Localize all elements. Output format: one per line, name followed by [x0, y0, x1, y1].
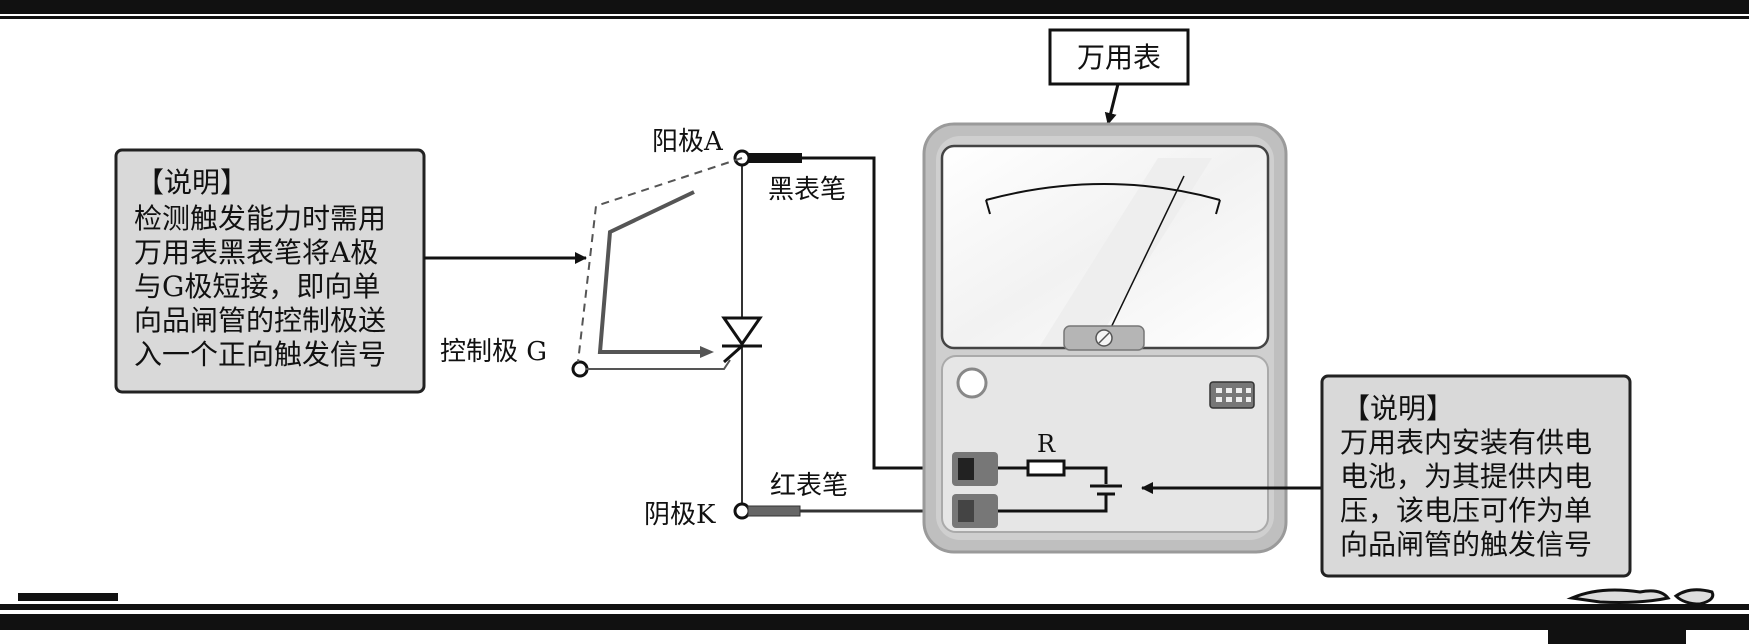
multimeter-label-box: 万用表 [1048, 28, 1190, 86]
left-note-heading: 【说明】 [136, 166, 248, 199]
right-note-panel: 【说明】 万用表内安装有供电 电池，为其提供内电 压，该电压可作为单 向品闸管的… [1320, 374, 1632, 578]
right-note-line-4: 向品闸管的触发信号 [1340, 528, 1592, 561]
left-note-line-2: 万用表黑表笔将A极 [134, 236, 378, 269]
cathode-terminal [733, 502, 751, 520]
right-note-line-2: 电池，为其提供内电 [1340, 460, 1592, 493]
left-note-line-1: 检测触发能力时需用 [134, 202, 386, 235]
multimeter-label-arrow [1104, 83, 1120, 125]
right-note-line-1: 万用表内安装有供电 [1340, 426, 1592, 459]
cathode-label: 阴极K [644, 500, 716, 530]
multimeter-label: 万用表 [1077, 41, 1161, 74]
left-note-line-5: 入一个正向触发信号 [134, 338, 386, 371]
anode-label: 阳极A [652, 127, 724, 157]
right-note-heading: 【说明】 [1342, 392, 1454, 425]
meter-display [1209, 381, 1255, 409]
internal-circuit [998, 459, 1122, 513]
multimeter: R [922, 122, 1288, 554]
shorting-wire [597, 190, 700, 354]
resistor-label: R [1037, 430, 1056, 458]
left-note-panel: 【说明】 检测触发能力时需用 万用表黑表笔将A极 与G极短接，即向单 向品闸管的… [114, 148, 426, 394]
meter-knob [956, 367, 988, 399]
meter-needle [1105, 175, 1185, 339]
thyristor-symbol [721, 316, 763, 364]
left-note-line-3: 与G极短接，即向单 [134, 270, 380, 303]
black-probe [748, 153, 962, 470]
red-probe-label: 红表笔 [770, 471, 848, 501]
gate-label: 控制极 G [440, 337, 547, 367]
gate-terminal [571, 360, 589, 378]
left-note-line-4: 向品闸管的控制极送 [134, 304, 386, 337]
black-probe-label: 黑表笔 [768, 175, 846, 205]
right-note-line-3: 压，该电压可作为单 [1340, 494, 1592, 527]
shorting-path-dashed [577, 157, 743, 363]
resistor [1026, 459, 1066, 477]
thyristor-circuit [571, 149, 763, 520]
meter-dial [940, 144, 1270, 351]
